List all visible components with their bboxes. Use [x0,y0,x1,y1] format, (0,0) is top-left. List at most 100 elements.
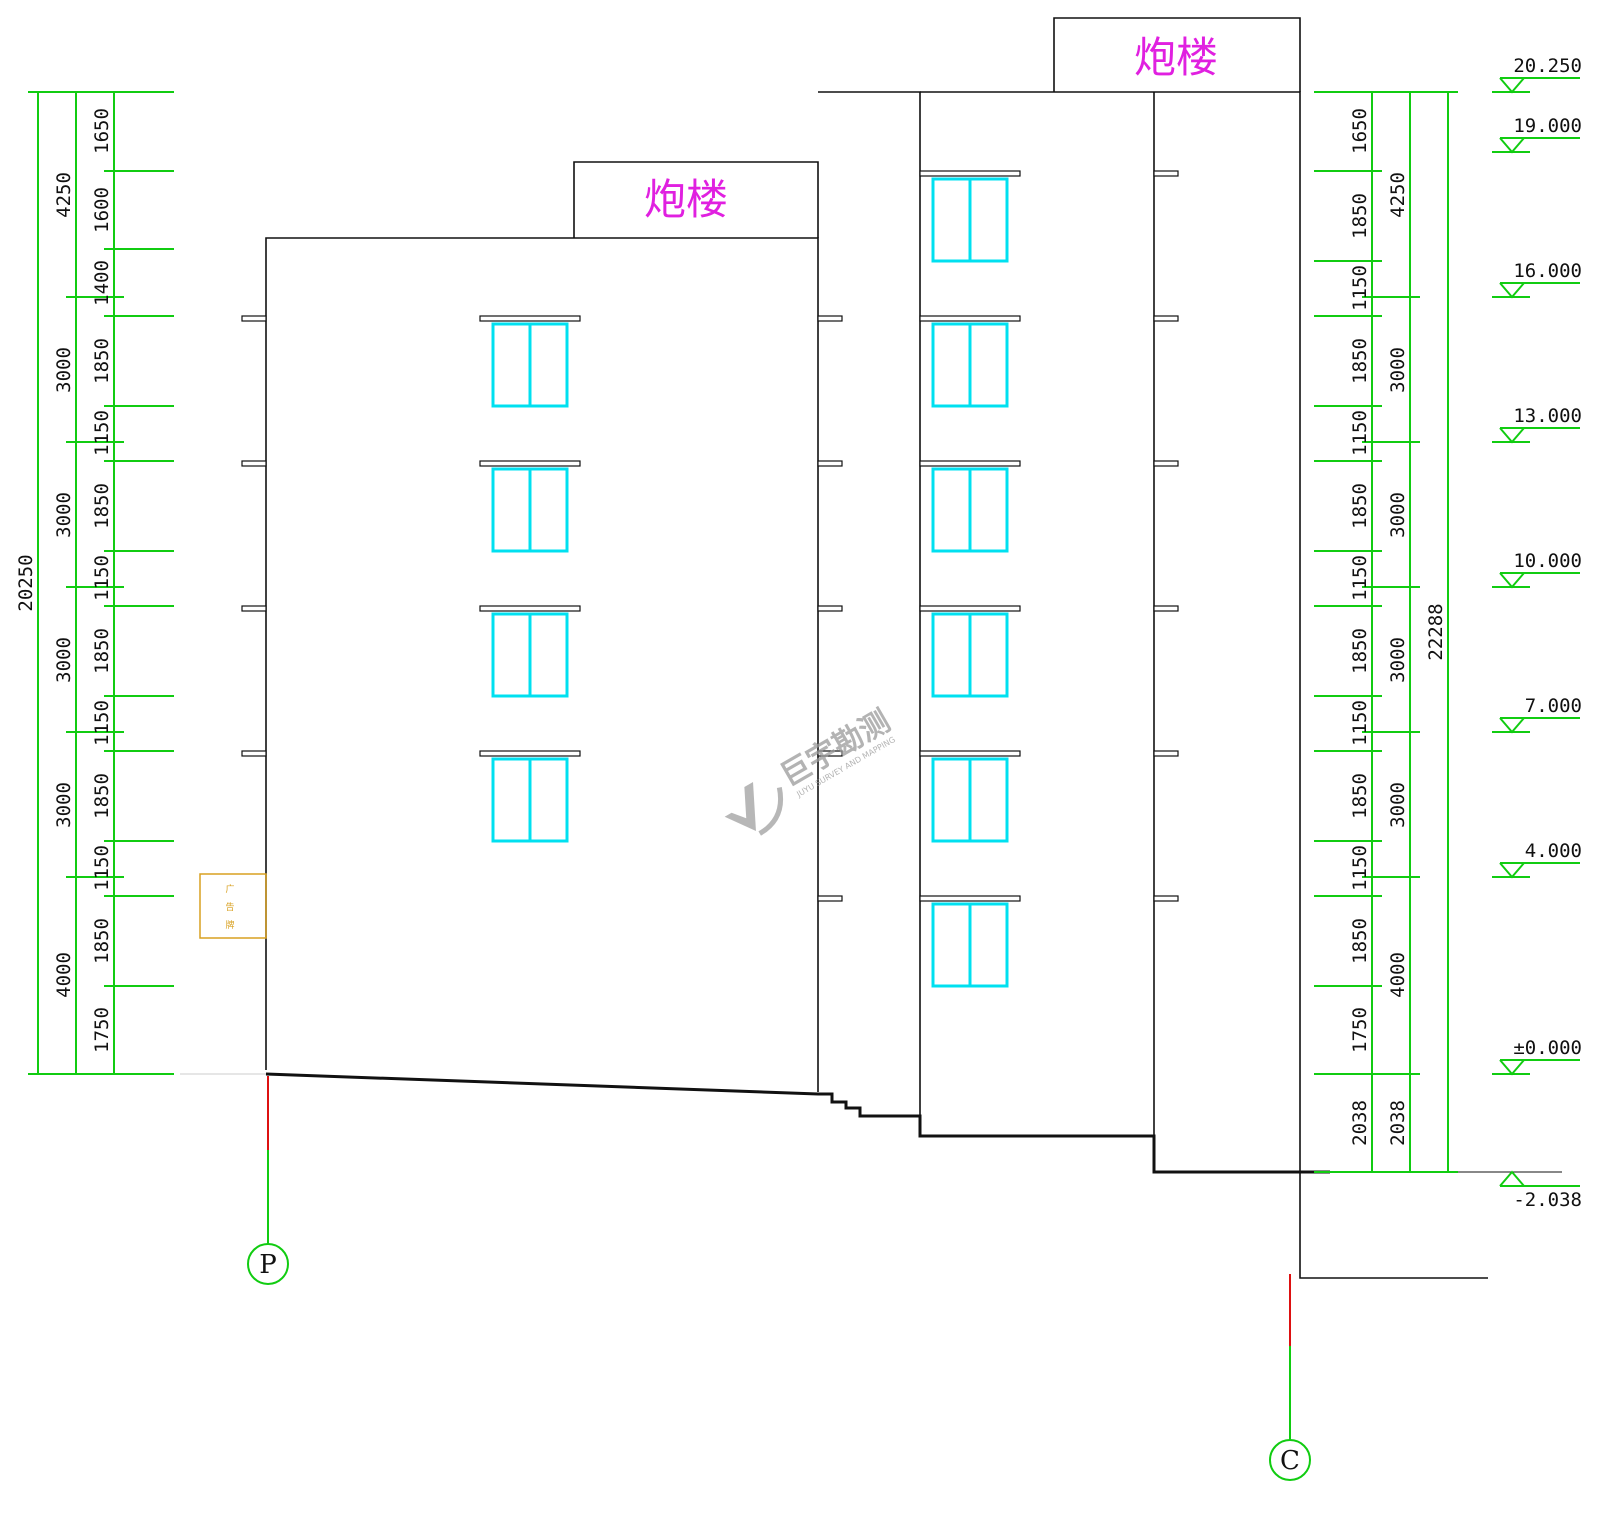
left-inner-dim: 1850 [91,338,113,384]
right-outer-dim: 3000 [1387,637,1409,683]
left-inner-dim: 1150 [91,845,113,891]
elevation-label: 19.000 [1513,115,1582,137]
left-block-wall [265,237,819,1092]
right-inner-dim: 1850 [1349,773,1371,819]
window [479,750,581,843]
left-inner-dim: 1150 [91,700,113,746]
ledge [241,460,267,467]
left-outer-dim: 3000 [53,347,75,393]
left-outer-dim: 4000 [53,952,75,998]
right-outer-dim: 3000 [1387,782,1409,828]
watermark: 巨宇勘测 JUYU SURVEY AND MAPPING [724,704,897,836]
elevation-label: -2.038 [1513,1189,1582,1211]
left-total-dim: 20250 [15,554,37,611]
window [919,170,1021,263]
left-inner-dim: 1750 [91,1007,113,1053]
ledge [1153,750,1179,757]
right-block-wall [920,91,1488,1279]
elevation-marker [1492,77,1580,94]
window [919,895,1021,988]
ledge [817,605,843,612]
window [919,750,1021,843]
right-inner-dim: 1750 [1349,1007,1371,1053]
left-outer-dim: 4250 [53,172,75,218]
sloped-ground [265,1072,1330,1174]
elevation-marker [1492,427,1580,444]
axis-marker-right: C [1269,1274,1311,1481]
left-tower-label: 炮楼 [644,175,728,224]
billboard-sign: 广 告 牌 [199,873,267,939]
ledge [817,895,843,902]
window [479,605,581,698]
right-inner-dim: 1150 [1349,265,1371,311]
elevation-markers [1492,77,1580,1187]
left-dimension-chain [28,91,174,1075]
left-inner-dim: 1600 [91,187,113,233]
ledge [817,315,843,322]
right-tower-box [1053,17,1301,92]
axis-marker-left: P [247,1076,289,1285]
ledge [817,460,843,467]
windows-left-block [479,315,581,843]
right-inner-dim: 1850 [1349,193,1371,239]
ledge [1153,170,1179,177]
left-inner-dim: 1850 [91,773,113,819]
right-outer-dim: 4250 [1387,172,1409,218]
ledge [1153,315,1179,322]
window [919,605,1021,698]
left-inner-dim: 1650 [91,108,113,154]
right-inner-dim: 1650 [1349,108,1371,154]
window [919,460,1021,553]
right-dimension-text: 1650 1850 1150 1850 1150 1850 1150 1850 … [1349,108,1447,1146]
left-inner-dim: 1850 [91,628,113,674]
elevation-labels: 20.250 19.000 16.000 13.000 10.000 7.000… [1513,55,1582,1211]
elevation-marker [1492,137,1580,154]
window [919,315,1021,408]
watermark-logo-icon [724,781,783,836]
window [479,315,581,408]
window [479,460,581,553]
ledge [241,315,267,322]
elevation-marker [1492,862,1580,879]
left-outer-dim: 3000 [53,492,75,538]
left-inner-dim: 1400 [91,260,113,306]
axis-label-left: P [259,1250,277,1280]
left-inner-dim: 1850 [91,483,113,529]
elevation-marker [1492,572,1580,589]
right-inner-dim: 1850 [1349,483,1371,529]
right-inner-dim: 1850 [1349,918,1371,964]
right-total-dim: 22288 [1425,603,1447,660]
right-inner-dim: 1150 [1349,555,1371,601]
sign-char-1: 广 [225,883,234,895]
elevation-marker [1492,1059,1580,1076]
left-outer-dim: 3000 [53,637,75,683]
right-outer-dim: 4000 [1387,952,1409,998]
axis-label-right: C [1280,1446,1300,1476]
ledge [241,750,267,757]
right-inner-dim: 1850 [1349,628,1371,674]
right-tower-label: 炮楼 [1134,33,1218,82]
ground-lines [265,1072,1330,1174]
left-dimension-text: 20250 4250 3000 3000 3000 3000 4000 1650… [15,108,113,1053]
elevation-marker [1499,1170,1580,1187]
left-inner-dim: 1150 [91,410,113,456]
building-outline [265,17,1488,1279]
ledge [1153,895,1179,902]
right-inner-dim: 2038 [1349,1100,1371,1146]
right-inner-dim: 1850 [1349,338,1371,384]
sign-char-3: 牌 [225,919,234,931]
left-outer-dim: 3000 [53,782,75,828]
elevation-label: 13.000 [1513,405,1582,427]
elevation-label: 7.000 [1525,695,1582,717]
sign-char-2: 告 [225,901,234,913]
floor-ledges [241,170,1179,902]
elevation-label: 10.000 [1513,550,1582,572]
right-dimension-chain [1314,91,1458,1173]
right-outer-dim: 3000 [1387,347,1409,393]
right-inner-dim: 1150 [1349,410,1371,456]
elevation-label: 20.250 [1513,55,1582,77]
middle-block-wall [818,91,921,1135]
windows-right-block [919,170,1021,988]
right-inner-dim: 1150 [1349,700,1371,746]
